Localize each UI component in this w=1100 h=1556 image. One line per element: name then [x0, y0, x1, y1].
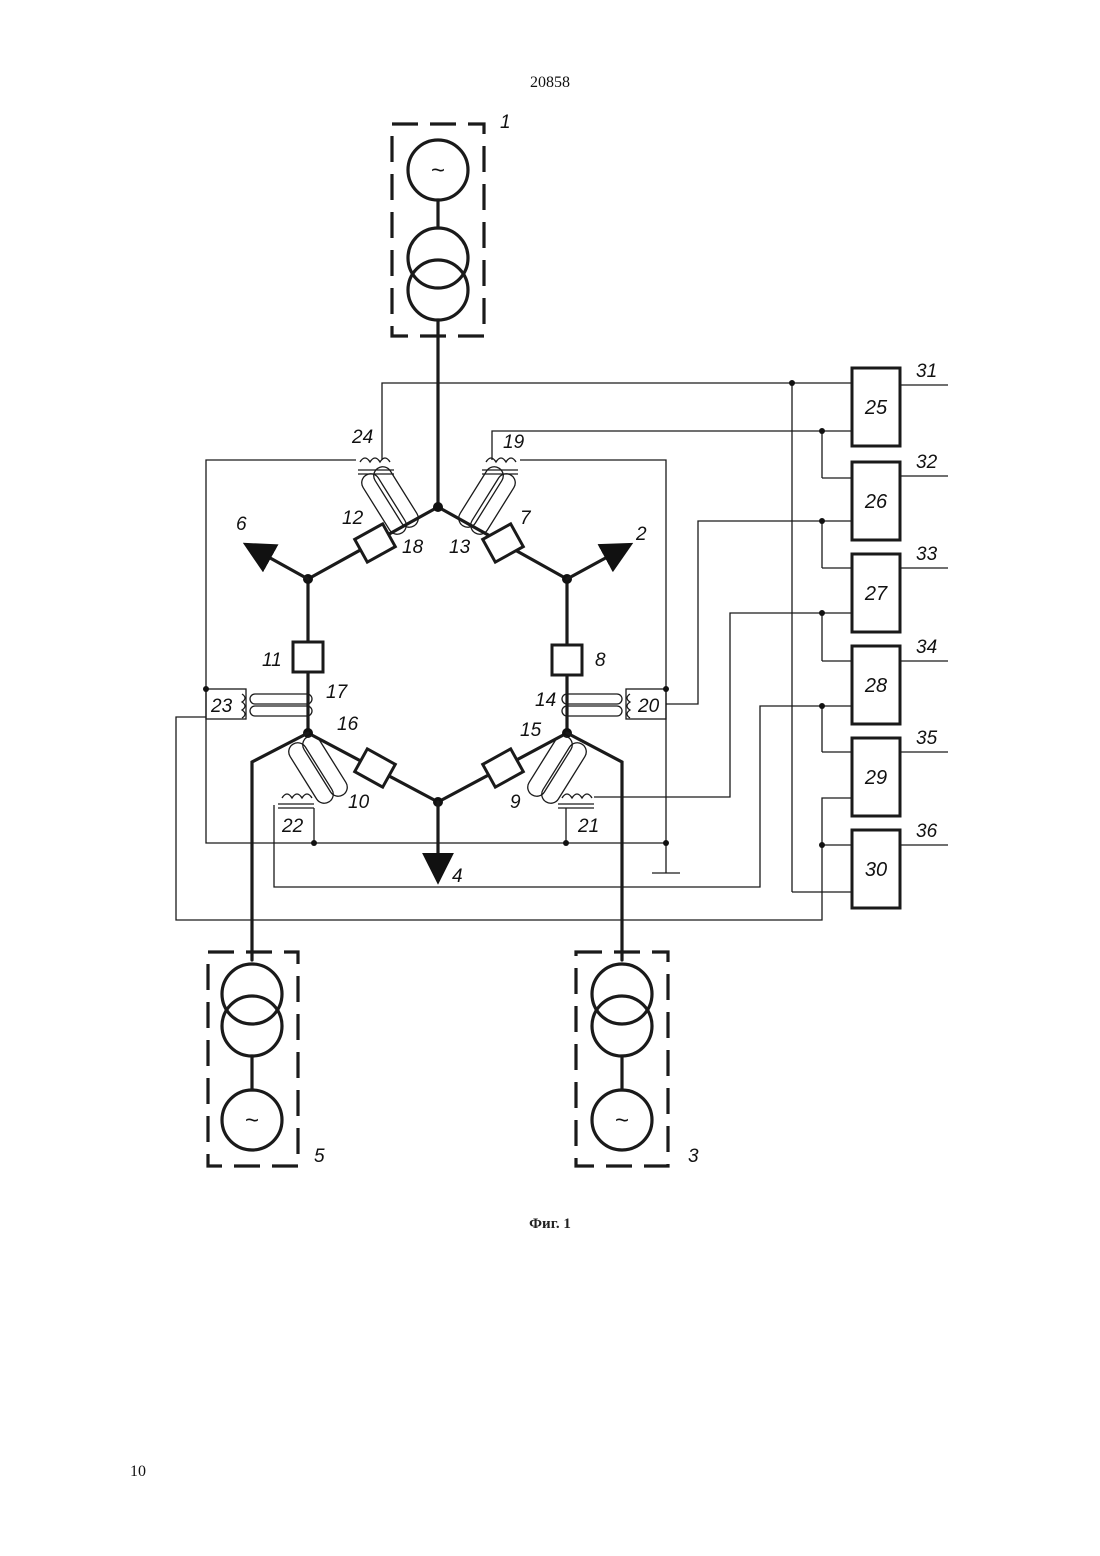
- voltage-transformer-24: 24: [351, 427, 394, 474]
- voltage-transformer-21: 21: [558, 794, 599, 837]
- label-33: 33: [916, 544, 938, 565]
- control-blocks: 25 26 27 28 29 30: [852, 368, 900, 908]
- label-9: 9: [510, 792, 521, 813]
- label-23: 23: [210, 696, 233, 717]
- label-13: 13: [449, 537, 471, 558]
- voltage-transformer-19: 19: [482, 432, 525, 474]
- label-1: 1: [500, 112, 511, 133]
- label-24: 24: [351, 427, 373, 448]
- label-3: 3: [688, 1146, 699, 1167]
- current-transformer-17: 17: [250, 682, 349, 716]
- label-18: 18: [402, 537, 424, 558]
- label-32: 32: [916, 452, 938, 473]
- output-lines: 31 32 33 34 35 36: [900, 361, 948, 845]
- label-6: 6: [236, 514, 247, 535]
- generator-unit-5: ~ 5: [208, 952, 325, 1167]
- label-21: 21: [577, 816, 599, 837]
- label-31: 31: [916, 361, 937, 382]
- voltage-transformer-20: 20: [626, 689, 666, 719]
- label-19: 19: [503, 432, 525, 453]
- label-2: 2: [635, 524, 647, 545]
- label-20: 20: [637, 696, 660, 717]
- block-26: 26: [864, 491, 888, 513]
- voltage-transformer-22: 22: [278, 794, 314, 837]
- switch-8: 8: [552, 645, 606, 675]
- label-17: 17: [326, 682, 349, 703]
- current-transformer-14: 14: [535, 690, 622, 716]
- generator-unit-3: ~ 3: [576, 952, 699, 1167]
- label-8: 8: [595, 650, 606, 671]
- label-12: 12: [342, 508, 364, 529]
- figure-caption: Фиг. 1: [0, 1216, 1100, 1233]
- label-14: 14: [535, 690, 556, 711]
- generator-symbol: ~: [615, 1107, 629, 1134]
- voltage-transformer-23: 23: [206, 689, 246, 719]
- label-10: 10: [348, 792, 370, 813]
- label-11: 11: [262, 650, 282, 671]
- label-16: 16: [337, 714, 359, 735]
- label-15: 15: [520, 720, 542, 741]
- label-34: 34: [916, 637, 937, 658]
- label-35: 35: [916, 728, 938, 749]
- label-22: 22: [281, 816, 304, 837]
- current-transformer-15: 15: [520, 720, 590, 807]
- switch-11: 11: [262, 642, 323, 672]
- block-28: 28: [864, 675, 887, 697]
- generator-unit-1: ~ 1: [392, 112, 511, 336]
- label-36: 36: [916, 821, 938, 842]
- page-number-bottom: 10: [130, 1463, 146, 1481]
- label-5: 5: [314, 1146, 325, 1167]
- label-4: 4: [452, 866, 463, 887]
- block-29: 29: [864, 767, 887, 789]
- block-30: 30: [865, 859, 887, 881]
- generator-symbol: ~: [245, 1107, 259, 1134]
- block-27: 27: [864, 583, 888, 605]
- hexagon-ring: [303, 502, 572, 807]
- block-25: 25: [864, 397, 888, 419]
- switch-9: 9: [483, 749, 524, 813]
- label-7: 7: [520, 508, 532, 529]
- generator-symbol: ~: [431, 157, 445, 184]
